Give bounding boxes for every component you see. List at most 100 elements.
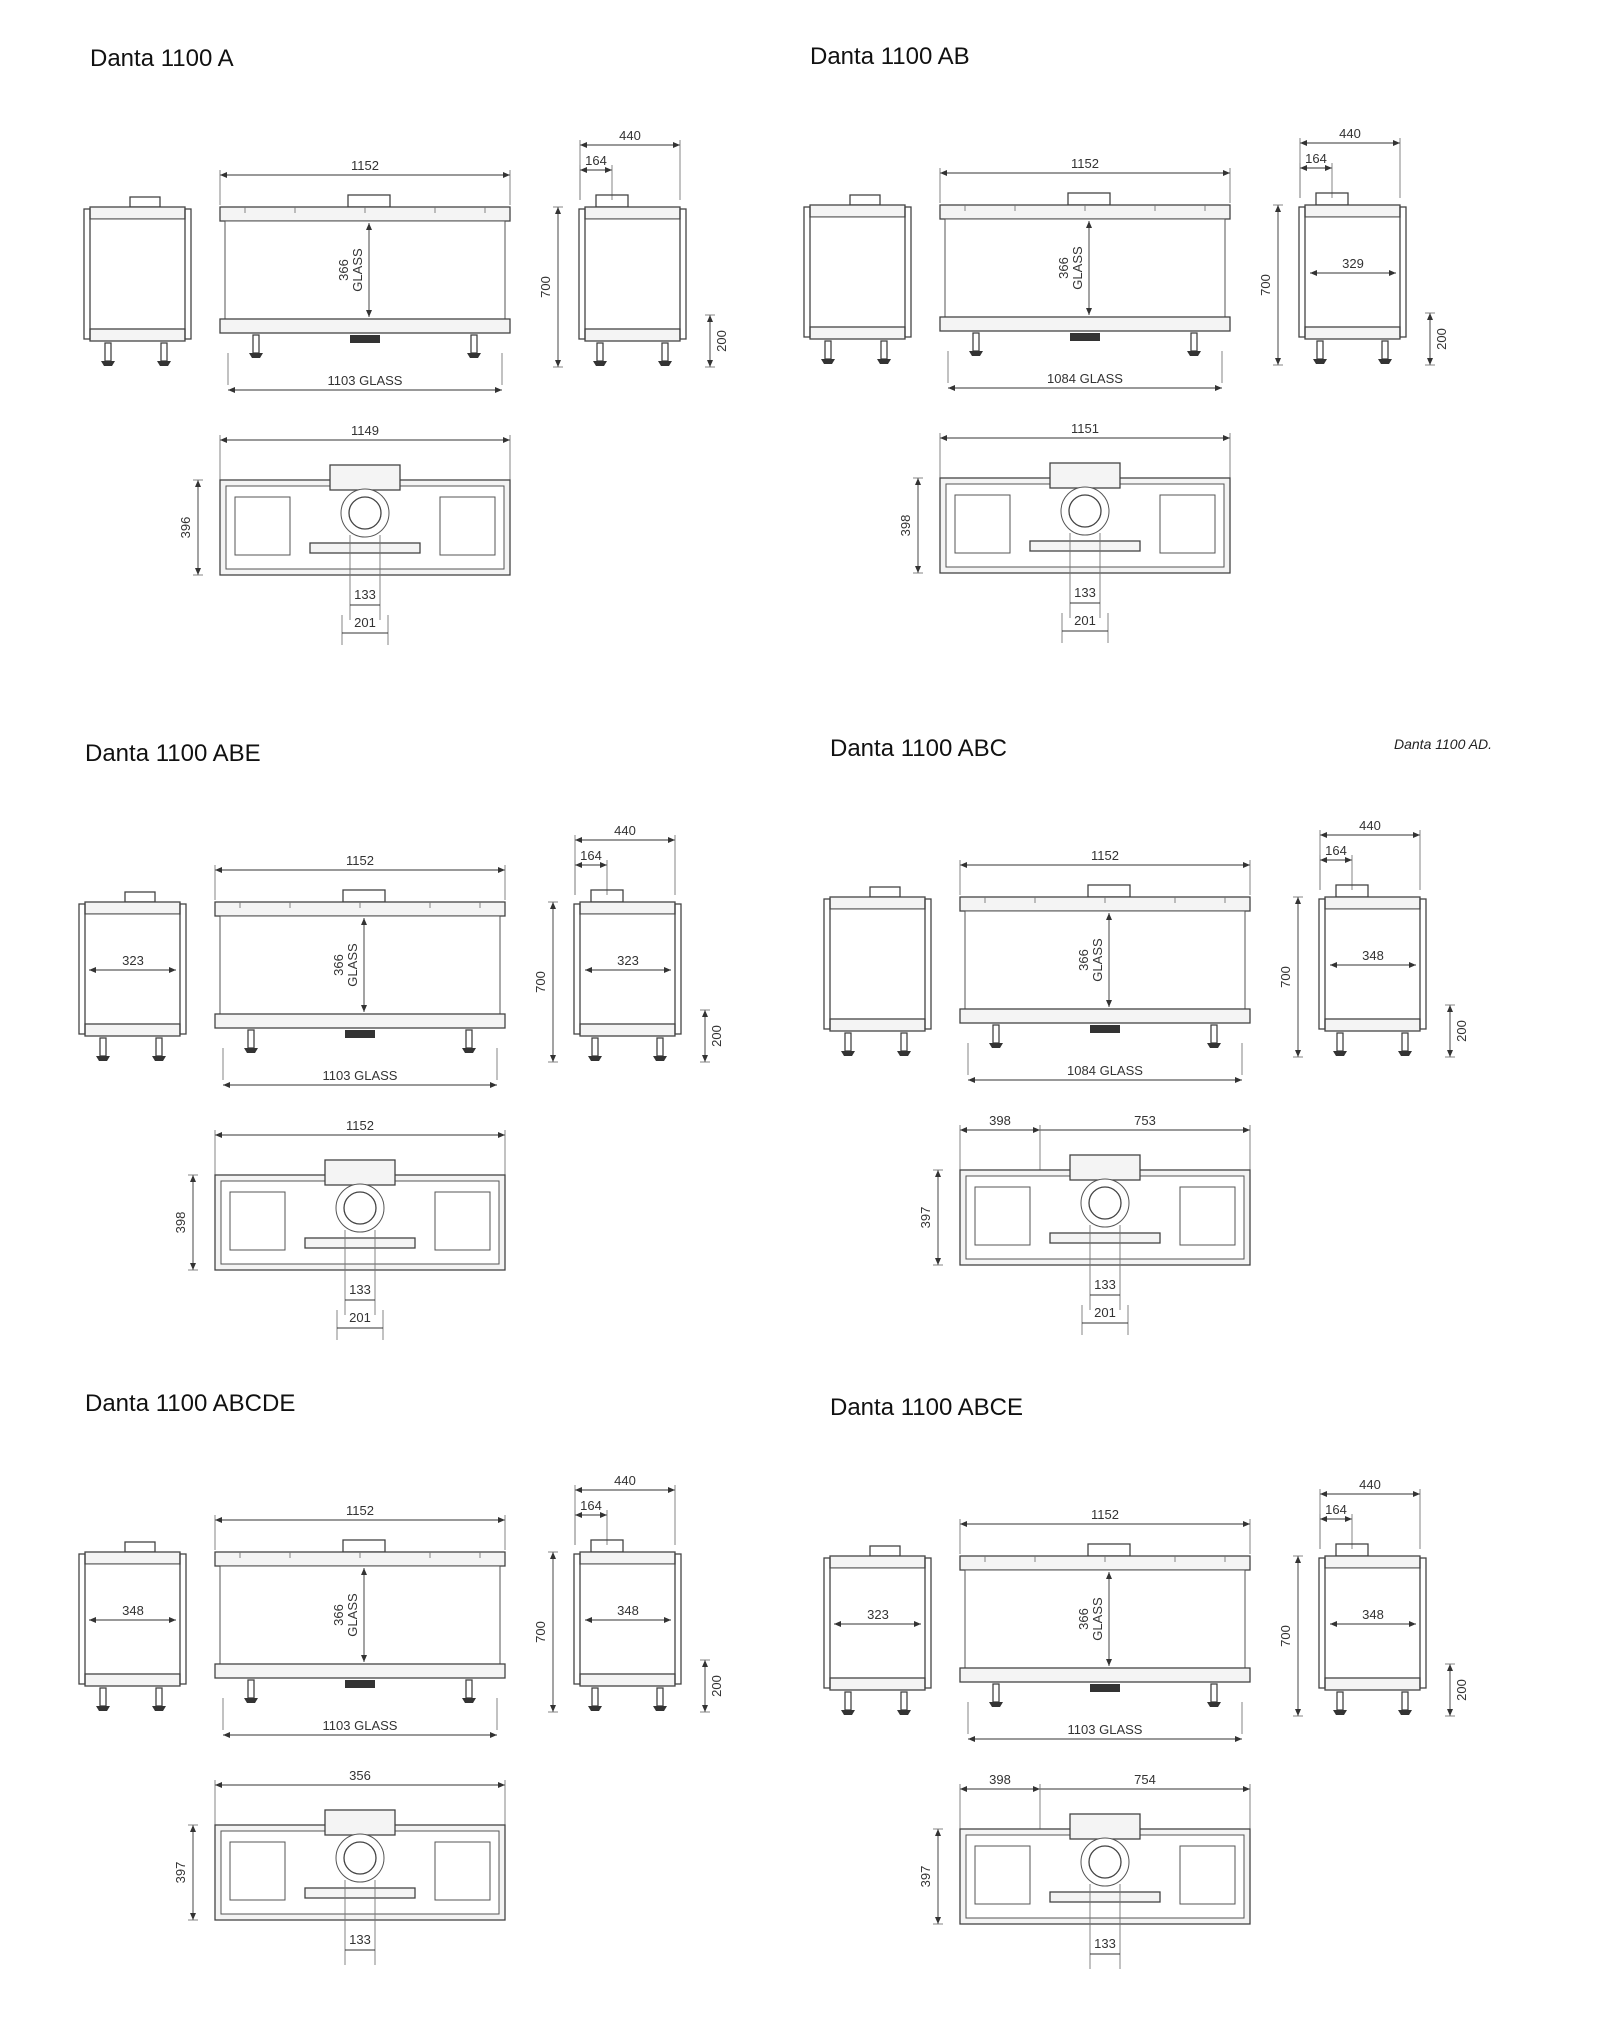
front-leg-a-foot bbox=[249, 353, 263, 358]
top-flue-inner-circle bbox=[1088, 1845, 1122, 1879]
front-glass-height-arrow-a bbox=[366, 223, 372, 230]
top-depth-dim-arrow-b bbox=[935, 1917, 941, 1924]
front-leg-b bbox=[1190, 332, 1198, 352]
top-split-arrow-c bbox=[1243, 1127, 1250, 1133]
left-edge-b bbox=[924, 1557, 932, 1689]
front-glass-height-label: 366 bbox=[331, 954, 346, 976]
left-top-rail bbox=[84, 1551, 181, 1565]
left-leg-a-foot bbox=[821, 359, 835, 364]
top-width-dim-label: 1149 bbox=[351, 423, 379, 438]
front-leg-a-foot bbox=[989, 1043, 1003, 1048]
front-width-dim-arrow-a bbox=[220, 172, 227, 178]
front-glass-height-arrow-a bbox=[1106, 913, 1112, 920]
top-flue-inner-circle bbox=[343, 1841, 377, 1875]
front-leg-b-foot bbox=[462, 1698, 476, 1703]
right-glass-panel bbox=[1324, 1567, 1421, 1679]
side-leg-dim-arrow-a bbox=[1447, 1005, 1453, 1012]
left-side-view: 323 bbox=[78, 891, 187, 1061]
top-depth-dim-arrow-b bbox=[915, 566, 921, 573]
side-depth-dim-arrow-b bbox=[668, 837, 675, 843]
side-leg-dim-arrow-a bbox=[702, 1010, 708, 1017]
side-glass-arrow-a bbox=[585, 967, 592, 973]
front-glass-height-arrow-b bbox=[1106, 1000, 1112, 1007]
left-edge-a bbox=[823, 898, 831, 1030]
left-glass-depth-label: 323 bbox=[122, 953, 144, 968]
left-side-view bbox=[823, 886, 932, 1056]
front-glass-height-arrow-b bbox=[366, 310, 372, 317]
side-height-dim-label: 700 bbox=[1258, 274, 1273, 296]
front-gas-connector bbox=[1090, 1684, 1120, 1692]
side-offset-dim-arrow-a bbox=[575, 1512, 582, 1518]
top-split-right-label: 754 bbox=[1134, 1772, 1156, 1787]
top-flue-housing bbox=[324, 1159, 396, 1186]
front-flue-collar bbox=[342, 889, 386, 903]
top-burner-plate-right bbox=[1159, 494, 1216, 554]
front-width-dim-label: 1152 bbox=[346, 1503, 374, 1518]
top-depth-dim-arrow-a bbox=[195, 480, 201, 487]
side-glass-arrow-b bbox=[1409, 1621, 1416, 1627]
front-leg-a bbox=[992, 1024, 1000, 1044]
top-depth-dim-arrow-a bbox=[190, 1175, 196, 1182]
left-leg-a bbox=[844, 1691, 852, 1711]
left-edge-b bbox=[924, 898, 932, 1030]
left-bottom-rail bbox=[84, 1023, 181, 1037]
front-glass-width-dim-arrow-b bbox=[490, 1082, 497, 1088]
side-height-dim-arrow-b bbox=[1275, 358, 1281, 365]
left-leg-b-foot bbox=[897, 1710, 911, 1715]
side-height-dim-arrow-a bbox=[550, 902, 556, 909]
right-leg-a bbox=[1316, 340, 1324, 360]
top-flue-inner-circle bbox=[1088, 1186, 1122, 1220]
top-burner-bar bbox=[309, 542, 421, 554]
top-split-arrow-b bbox=[1033, 1786, 1040, 1792]
right-glass-panel bbox=[584, 218, 681, 330]
front-glass-height-arrow-a bbox=[361, 918, 367, 925]
front-glass-width-dim-arrow-a bbox=[223, 1732, 230, 1738]
right-leg-a-foot bbox=[588, 1706, 602, 1711]
front-glass-width-dim-label: 1084 GLASS bbox=[1047, 371, 1123, 386]
right-top-rail bbox=[1324, 896, 1421, 910]
right-leg-b bbox=[1381, 340, 1389, 360]
top-flue-outer-circle bbox=[1080, 1178, 1130, 1228]
left-edge-a bbox=[78, 1553, 86, 1685]
side-height-dim-arrow-a bbox=[1295, 897, 1301, 904]
front-glass-width-dim-label: 1103 GLASS bbox=[323, 1068, 398, 1083]
top-depth-dim-arrow-a bbox=[935, 1829, 941, 1836]
top-flue-outer-circle bbox=[1080, 1837, 1130, 1887]
front-width-dim-arrow-b bbox=[1223, 170, 1230, 176]
left-leg-b bbox=[900, 1691, 908, 1711]
front-width-dim-arrow-a bbox=[940, 170, 947, 176]
front-glass-height-arrow-a bbox=[361, 1568, 367, 1575]
side-offset-dim-arrow-a bbox=[580, 167, 587, 173]
left-leg-a bbox=[824, 340, 832, 360]
top-width-dim-label: 1152 bbox=[346, 1118, 374, 1133]
side-offset-dim-arrow-b bbox=[1345, 1516, 1352, 1522]
side-offset-dim-arrow-b bbox=[1345, 857, 1352, 863]
top-flue-outer-circle bbox=[335, 1183, 385, 1233]
front-width-dim-label: 1152 bbox=[1091, 848, 1119, 863]
front-width-dim-arrow-b bbox=[503, 172, 510, 178]
front-width-dim-arrow-a bbox=[215, 867, 222, 873]
side-depth-dim-label: 440 bbox=[614, 823, 636, 838]
right-leg-a bbox=[1336, 1032, 1344, 1052]
side-glass-depth-label: 348 bbox=[1362, 1607, 1384, 1622]
flue-outer-label: 201 bbox=[354, 615, 376, 630]
flue-inner-label: 133 bbox=[349, 1282, 371, 1297]
left-flue-collar bbox=[124, 891, 156, 903]
right-glass-panel bbox=[579, 913, 676, 1025]
top-depth-dim-label: 397 bbox=[918, 1866, 933, 1888]
side-offset-dim-arrow-b bbox=[600, 1512, 607, 1518]
top-burner-plate-left bbox=[229, 1841, 286, 1901]
front-leg-a-foot bbox=[969, 351, 983, 356]
side-leg-dim-arrow-b bbox=[707, 360, 713, 367]
front-glass-panel bbox=[944, 218, 1226, 318]
side-glass-depth-label: 323 bbox=[617, 953, 639, 968]
front-glass-height-arrow-a bbox=[1106, 1572, 1112, 1579]
right-leg-a bbox=[591, 1687, 599, 1707]
